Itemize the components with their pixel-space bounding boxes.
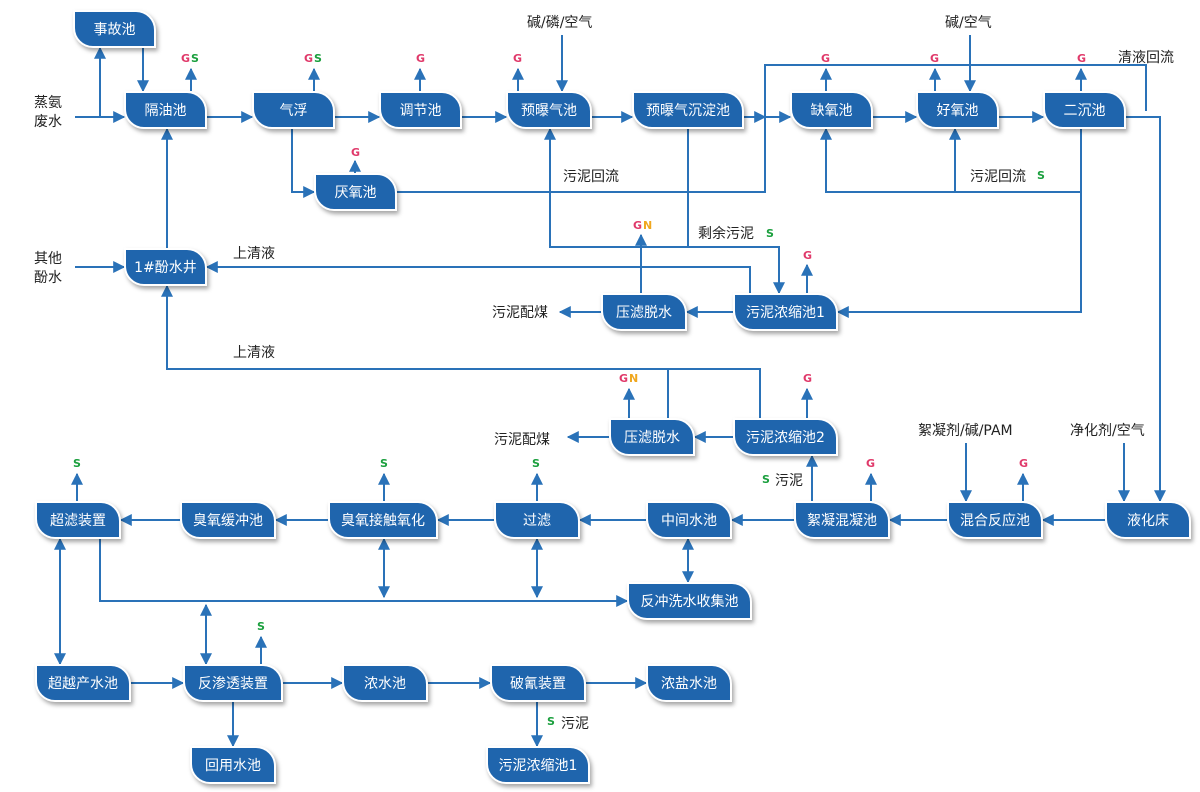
label-flocculant-pam: 絮凝剂/碱/PAM bbox=[918, 423, 1013, 439]
tag-g: G bbox=[1077, 52, 1087, 65]
tag-s: S bbox=[1037, 169, 1045, 182]
tag-s: S bbox=[380, 457, 388, 470]
node-filter-press-1[interactable]: 压滤脱水 bbox=[601, 293, 687, 331]
label-sludge-return-1: 污泥回流 bbox=[563, 169, 619, 185]
tag-s: S bbox=[766, 227, 774, 240]
node-aerobic[interactable]: 好氧池 bbox=[916, 91, 999, 129]
node-anoxic[interactable]: 缺氧池 bbox=[790, 91, 873, 129]
label-purifier-air: 净化剂/空气 bbox=[1070, 423, 1145, 439]
node-ozone-buffer[interactable]: 臭氧缓冲池 bbox=[180, 501, 276, 539]
label-sludge-2: 污泥 bbox=[561, 716, 589, 732]
flow-line bbox=[205, 261, 751, 293]
tag-g: G bbox=[930, 52, 940, 65]
node-reuse-water[interactable]: 回用水池 bbox=[190, 746, 276, 784]
tag-s: S bbox=[547, 715, 555, 728]
flow-line bbox=[764, 64, 1147, 117]
tag-g: G bbox=[351, 146, 361, 159]
node-uf-product[interactable]: 超越产水池 bbox=[35, 664, 131, 702]
flow-line bbox=[99, 539, 629, 607]
label-supernatant-1: 上清液 bbox=[233, 246, 275, 262]
node-intermediate[interactable]: 中间水池 bbox=[646, 501, 732, 539]
node-reverse-osmosis[interactable]: 反渗透装置 bbox=[183, 664, 283, 702]
node-flocculation[interactable]: 絮凝混凝池 bbox=[794, 501, 890, 539]
node-sludge-thickener-2[interactable]: 污泥浓缩池2 bbox=[733, 418, 838, 456]
tag-g: G bbox=[619, 372, 629, 385]
node-sludge-thickener-3[interactable]: 污泥浓缩池1 bbox=[486, 746, 590, 784]
flow-line bbox=[820, 127, 1082, 193]
node-oil-separation[interactable]: 隔油池 bbox=[124, 91, 207, 129]
label-alkali-phosphorus-air: 碱/磷/空气 bbox=[527, 15, 593, 31]
node-sludge-thickener-1[interactable]: 污泥浓缩池1 bbox=[733, 293, 838, 331]
flow-line bbox=[291, 129, 316, 198]
label-clear-liquid-return: 清液回流 bbox=[1118, 50, 1174, 66]
label-ammonia-wastewater: 蒸氨废水 bbox=[34, 95, 62, 130]
tag-g: G bbox=[633, 219, 643, 232]
flow-line bbox=[397, 117, 766, 193]
tag-g: G bbox=[821, 52, 831, 65]
node-filtration[interactable]: 过滤 bbox=[494, 501, 580, 539]
tag-g: G bbox=[513, 52, 523, 65]
label-sludge-1: 污泥 bbox=[775, 473, 803, 489]
label-sludge-return-2: 污泥回流 bbox=[970, 169, 1026, 185]
node-ultrafiltration[interactable]: 超滤装置 bbox=[35, 501, 121, 539]
node-concentrate[interactable]: 浓水池 bbox=[342, 664, 428, 702]
tag-g: G bbox=[803, 249, 813, 262]
node-accident-tank[interactable]: 事故池 bbox=[73, 10, 156, 48]
node-brine[interactable]: 浓盐水池 bbox=[646, 664, 732, 702]
label-other-phenol-water: 其他酚水 bbox=[34, 251, 62, 286]
node-equalization[interactable]: 调节池 bbox=[379, 91, 462, 129]
node-ozone-oxidation[interactable]: 臭氧接触氧化 bbox=[328, 501, 438, 539]
tag-s: S bbox=[73, 457, 81, 470]
node-pre-aeration-settling[interactable]: 预曝气沉淀池 bbox=[632, 91, 744, 129]
node-cyanide-breaking[interactable]: 破氰装置 bbox=[490, 664, 586, 702]
tag-g: G bbox=[1019, 457, 1029, 470]
label-supernatant-2: 上清液 bbox=[233, 345, 275, 361]
flow-line bbox=[161, 284, 761, 418]
node-fluidized-bed[interactable]: 液化床 bbox=[1105, 501, 1191, 539]
node-secondary-settling[interactable]: 二沉池 bbox=[1043, 91, 1126, 129]
tag-s: S bbox=[762, 473, 770, 486]
tag-g: G bbox=[416, 52, 426, 65]
tag-g: G bbox=[803, 372, 813, 385]
flow-line bbox=[836, 192, 1082, 318]
node-pre-aeration[interactable]: 预曝气池 bbox=[506, 91, 592, 129]
label-sludge-coal-2: 污泥配煤 bbox=[494, 432, 550, 448]
tag-g: G bbox=[181, 52, 191, 65]
flow-line bbox=[1126, 116, 1166, 503]
tag-s: S bbox=[314, 52, 322, 65]
tag-s: S bbox=[257, 620, 265, 633]
label-excess-sludge: 剩余污泥 bbox=[698, 226, 754, 242]
label-alkali-air: 碱/空气 bbox=[945, 15, 992, 31]
tag-n: N bbox=[629, 372, 639, 385]
tag-s: S bbox=[191, 52, 199, 65]
node-mixing-reaction[interactable]: 混合反应池 bbox=[947, 501, 1043, 539]
node-anaerobic[interactable]: 厌氧池 bbox=[314, 173, 397, 211]
node-phenol-well[interactable]: 1#酚水井 bbox=[124, 248, 207, 286]
tag-s: S bbox=[532, 457, 540, 470]
tag-n: N bbox=[643, 219, 653, 232]
node-backwash-collection[interactable]: 反冲洗水收集池 bbox=[627, 582, 752, 620]
tag-g: G bbox=[304, 52, 314, 65]
node-filter-press-2[interactable]: 压滤脱水 bbox=[609, 418, 695, 456]
label-sludge-coal-1: 污泥配煤 bbox=[492, 305, 548, 321]
flow-line bbox=[549, 129, 785, 295]
node-air-flotation[interactable]: 气浮 bbox=[252, 91, 335, 129]
tag-g: G bbox=[866, 457, 876, 470]
